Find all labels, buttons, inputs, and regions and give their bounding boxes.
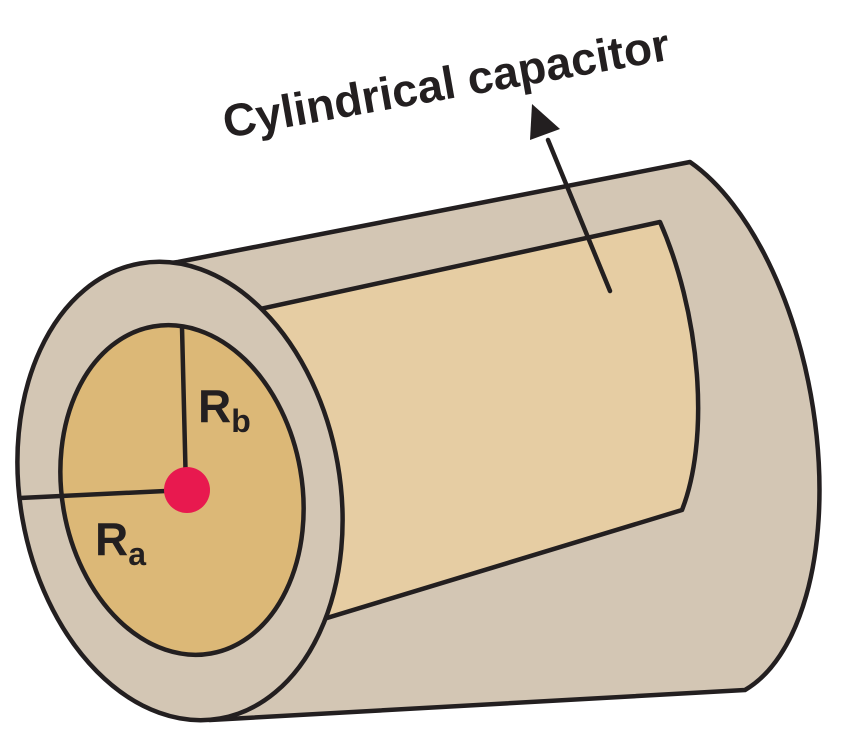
outer-radius-subscript: a: [128, 536, 146, 572]
outer-radius-line: [17, 487, 189, 501]
inner-radius-label: Rb: [198, 380, 251, 439]
outer-radius-label: Ra: [95, 513, 146, 572]
outer-radius-symbol: R: [95, 513, 128, 565]
inner-radius-subscript: b: [231, 403, 251, 439]
diagram-title: Cylindrical capacitor: [219, 18, 674, 148]
pointer-arrowhead: [530, 104, 560, 140]
center-axis-dot: [164, 467, 210, 513]
inner-radius-symbol: R: [198, 380, 231, 432]
inner-radius-line: [179, 324, 189, 493]
pointer-arrow-line: [545, 137, 613, 294]
